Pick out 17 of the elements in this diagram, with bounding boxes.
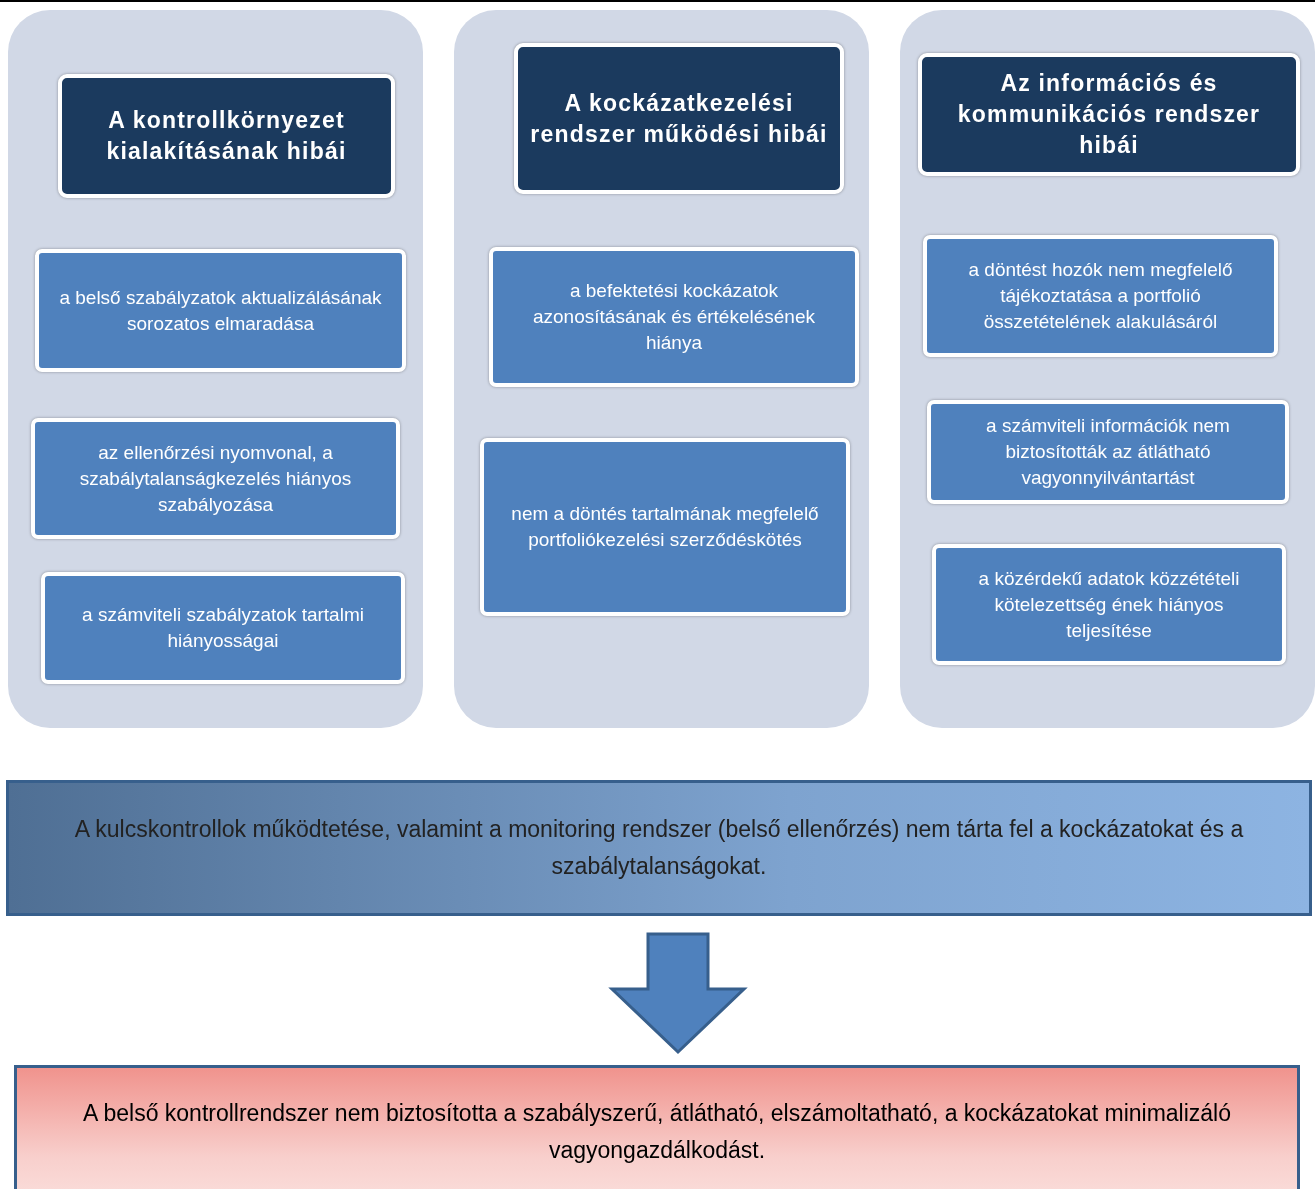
issue-box: a számviteli információk nem biztosították az átlátható vagyonnyilvántartást (927, 400, 1289, 504)
category-header: Az információs és kommunikációs rendszer hibái (918, 53, 1300, 176)
issue-box: az ellenőrzési nyomvonal, a szabálytalanságkezelés hiányos szabályozása (31, 418, 400, 539)
finding-banner: A kulcskontrollok működtetése, valamint a monitoring rendszer (belső ellenőrzés) nem tárta fel a kockázatokat és a szabálytalanságokat. (6, 780, 1312, 916)
down-arrow (608, 932, 748, 1055)
column-panel (900, 10, 1315, 728)
issue-box: a közérdekű adatok közzétételi kötelezettség ének hiányos teljesítése (932, 544, 1286, 665)
issue-box: nem a döntés tartalmának megfelelő portfoliókezelési szerződéskötés (480, 438, 850, 616)
category-header: A kockázatkezelési rendszer működési hibái (514, 43, 844, 194)
category-header: A kontrollkörnyezet kialakításának hibái (58, 74, 395, 198)
issue-box: a döntést hozók nem megfelelő tájékoztatása a portfolió összetételének alakulásáról (923, 235, 1278, 357)
conclusion-banner: A belső kontrollrendszer nem biztosította a szabályszerű, átlátható, elszámoltatható, a kockázatokat minimalizáló vagyongazdálkodást. (14, 1065, 1300, 1189)
issue-box: a befektetési kockázatok azonosításának és értékelésének hiánya (489, 247, 859, 387)
column-panel (8, 10, 423, 728)
issue-box: a számviteli szabályzatok tartalmi hiányosságai (41, 572, 405, 684)
column-panel (454, 10, 869, 728)
issue-box: a belső szabályzatok aktualizálásának sorozatos elmaradása (35, 249, 406, 372)
